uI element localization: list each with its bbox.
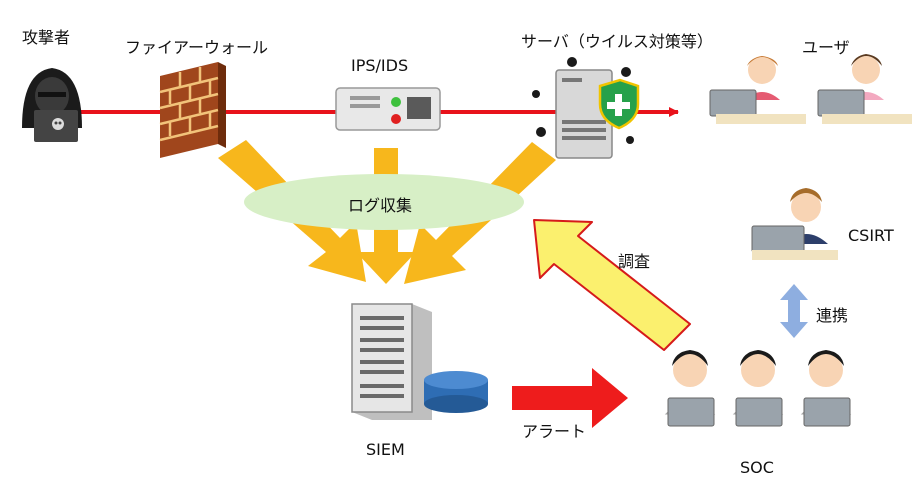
users-label: ユーザ bbox=[802, 38, 850, 57]
user-1-icon bbox=[709, 56, 806, 124]
attacker-label: 攻撃者 bbox=[22, 28, 71, 47]
ips-ids-device-icon bbox=[335, 87, 441, 131]
investigate-label: 調査 bbox=[618, 252, 651, 271]
soc-operator-1-icon bbox=[664, 350, 716, 427]
alert-label: アラート bbox=[522, 422, 587, 441]
soc-operator-3-icon bbox=[800, 350, 852, 427]
cooperation-arrow bbox=[780, 284, 808, 338]
server-icon bbox=[555, 69, 640, 159]
alert-arrow bbox=[512, 368, 628, 428]
log-collection-label: ログ収集 bbox=[348, 196, 413, 215]
csirt-label: CSIRT bbox=[848, 226, 894, 245]
virus-icons bbox=[532, 57, 634, 144]
database-icon bbox=[424, 371, 488, 413]
siem-label: SIEM bbox=[366, 440, 405, 459]
user-2-icon bbox=[817, 54, 912, 124]
siem-server-icon bbox=[351, 303, 432, 420]
investigation-arrow bbox=[533, 219, 691, 351]
log-collection-ellipse bbox=[244, 174, 524, 230]
csirt-person-icon bbox=[751, 188, 838, 260]
firewall-label: ファイアーウォール bbox=[125, 38, 269, 57]
cooperation-label: 連携 bbox=[816, 306, 849, 325]
soc-label: SOC bbox=[740, 458, 774, 477]
attacker-icon bbox=[22, 68, 82, 142]
firewall-icon bbox=[159, 62, 226, 158]
soc-operator-2-icon bbox=[732, 350, 784, 427]
ips-ids-label: IPS/IDS bbox=[351, 56, 409, 75]
server-label: サーバ（ウイルス対策等） bbox=[521, 32, 713, 51]
